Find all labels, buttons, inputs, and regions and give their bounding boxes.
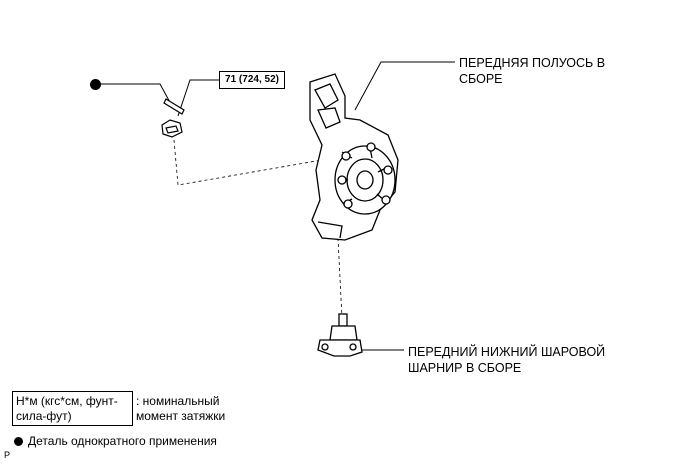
- knuckle-label-line-2: СБОРЕ: [459, 72, 503, 86]
- figure-code: P: [4, 450, 11, 460]
- single-use-legend-dot: [14, 437, 23, 446]
- knuckle-label-line-1: ПЕРЕДНЯЯ ПОЛУОСЬ В: [459, 56, 606, 70]
- legend-desc-line-2: момент затяжки: [136, 409, 226, 423]
- legend-unit-box: Н*м (кгс*см, фунт- сила-фут): [12, 391, 133, 426]
- legend-desc-line-1: : номинальный: [136, 394, 220, 408]
- ball-joint: [317, 313, 363, 357]
- single-use-note: Деталь однократного применения: [28, 434, 217, 448]
- leader-knuckle: [354, 61, 455, 111]
- alignment-line-ball-joint: [337, 237, 343, 319]
- bolt-nut: [161, 98, 185, 138]
- legend-description: : номинальный момент затяжки: [136, 394, 225, 424]
- leader-single-use-dot: [100, 83, 173, 107]
- leader-torque: [177, 79, 219, 117]
- ball-joint-label-line-1: ПЕРЕДНИЙ НИЖНИЙ ШАРОВОЙ: [408, 345, 606, 359]
- steering-knuckle: [309, 73, 399, 241]
- ball-joint-label-line-2: ШАРНИР В СБОРЕ: [408, 361, 522, 375]
- legend-unit-line-2: сила-фут): [16, 409, 72, 423]
- single-use-marker: [90, 79, 101, 90]
- alignment-line-nut: [173, 139, 323, 186]
- torque-spec: 71 (724, 52): [219, 71, 285, 89]
- legend-unit-line-1: Н*м (кгс*см, фунт-: [16, 394, 118, 408]
